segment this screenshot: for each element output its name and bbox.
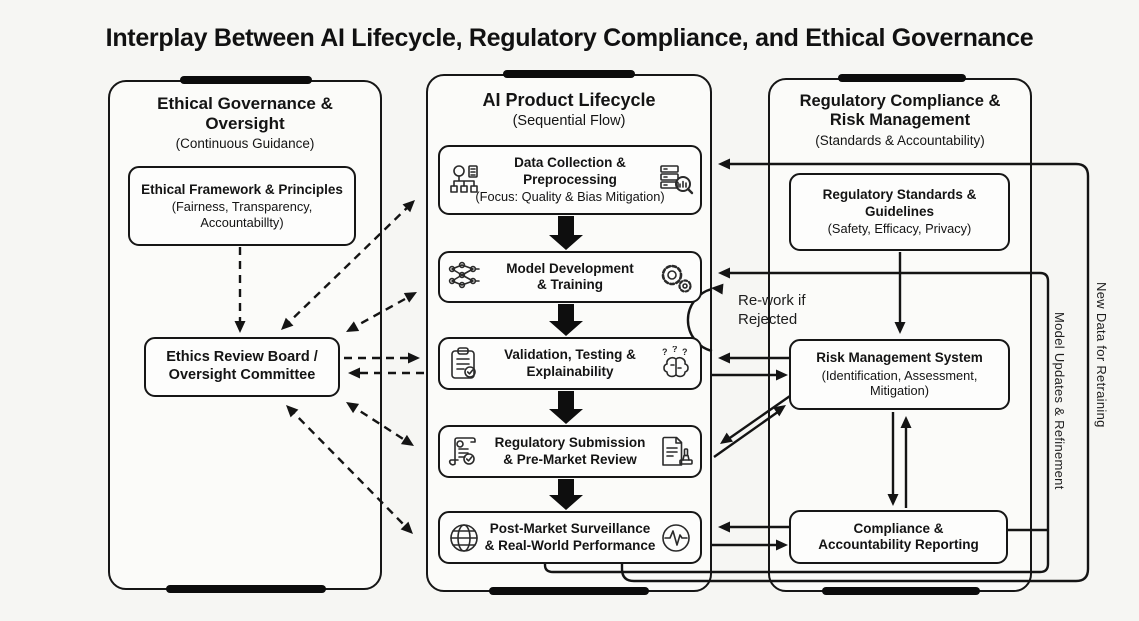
- ethical-panel-bottom-bar: [166, 585, 326, 593]
- pulse-monitor-icon: [658, 520, 694, 556]
- regulatory-standards-subtitle: (Safety, Efficacy, Privacy): [827, 221, 972, 237]
- regulatory-panel-top-bar: [838, 74, 966, 82]
- globe-icon: [446, 520, 482, 556]
- regulatory-panel-title: Regulatory Compliance & Risk Management: [799, 92, 1001, 130]
- stage-model-development-box: Model Development & Training: [438, 251, 702, 303]
- compliance-reporting-title: Compliance & Accountability Reporting: [818, 520, 979, 552]
- stage-data-collection-subtitle: (Focus: Quality & Bias Mitigation): [475, 189, 665, 205]
- lifecycle-panel-header: AI Product Lifecycle (Sequential Flow): [428, 90, 710, 129]
- stage-validation-title: Validation, Testing & Explainability: [504, 347, 636, 379]
- ethics-review-board-box: Ethics Review Board / Oversight Committe…: [144, 337, 340, 397]
- regulatory-panel-header: Regulatory Compliance & Risk Management …: [770, 92, 1030, 148]
- regulatory-standards-box: Regulatory Standards & Guidelines (Safet…: [789, 173, 1010, 251]
- rework-if-rejected-label: Re-work if Rejected: [738, 292, 806, 328]
- database-search-icon: [658, 162, 694, 198]
- svg-text:?: ?: [662, 347, 668, 357]
- ethical-framework-box: Ethical Framework & Principles (Fairness…: [128, 166, 356, 246]
- ethical-panel-title: Ethical Governance & Oversight: [157, 94, 333, 134]
- risk-management-box: Risk Management System (Identification, …: [789, 339, 1010, 410]
- neural-network-icon: [446, 259, 482, 295]
- stage-data-collection-title: Data Collection & Preprocessing: [514, 155, 626, 187]
- stamped-document-icon: [658, 434, 694, 470]
- checklist-clipboard-icon: [446, 346, 482, 382]
- regulatory-standards-title: Regulatory Standards & Guidelines: [822, 187, 977, 219]
- regulatory-panel-subtitle: (Standards & Accountability): [815, 132, 985, 148]
- stage-validation-box: Validation, Testing & Explainability ???: [438, 337, 702, 390]
- gears-icon: [658, 259, 694, 295]
- risk-management-title: Risk Management System: [816, 350, 983, 366]
- lifecycle-panel-top-bar: [503, 70, 635, 78]
- risk-management-subtitle: (Identification, Assessment, Mitigation): [821, 367, 978, 399]
- svg-text:?: ?: [672, 346, 678, 354]
- stage-regulatory-submission-title: Regulatory Submission & Pre-Market Revie…: [494, 435, 646, 467]
- new-data-retraining-label: New Data for Retraining: [1094, 282, 1109, 428]
- diagram-title: Interplay Between AI Lifecycle, Regulato…: [105, 24, 1034, 52]
- regulatory-panel-bottom-bar: [822, 587, 980, 595]
- ethical-framework-subtitle: (Fairness, Transparency, Accountabillty): [171, 199, 313, 230]
- ethics-review-board-title: Ethics Review Board / Oversight Committe…: [166, 349, 318, 383]
- stage-post-market-box: Post-Market Surveillance & Real-World Pe…: [438, 511, 702, 564]
- ethical-panel-header: Ethical Governance & Oversight (Continuo…: [110, 94, 380, 151]
- lifecycle-panel-bottom-bar: [489, 587, 649, 595]
- ethical-framework-title: Ethical Framework & Principles: [141, 181, 343, 197]
- stage-model-development-title: Model Development & Training: [506, 260, 634, 292]
- certified-scroll-icon: [446, 434, 482, 470]
- lifecycle-panel-subtitle: (Sequential Flow): [512, 113, 626, 130]
- ethical-governance-panel: Ethical Governance & Oversight (Continuo…: [108, 80, 382, 590]
- stage-regulatory-submission-box: Regulatory Submission & Pre-Market Revie…: [438, 425, 702, 478]
- model-updates-refinement-label: Model Updates & Refinement: [1052, 312, 1067, 490]
- data-network-icon: [446, 162, 482, 198]
- svg-text:?: ?: [682, 347, 688, 357]
- stage-data-collection-box: Data Collection & Preprocessing (Focus: …: [438, 145, 702, 215]
- compliance-reporting-box: Compliance & Accountability Reporting: [789, 510, 1008, 564]
- lifecycle-panel-title: AI Product Lifecycle: [482, 90, 656, 110]
- ethical-panel-top-bar: [180, 76, 312, 84]
- ethical-panel-subtitle: (Continuous Guidance): [175, 136, 315, 152]
- question-brain-icon: ???: [658, 346, 694, 382]
